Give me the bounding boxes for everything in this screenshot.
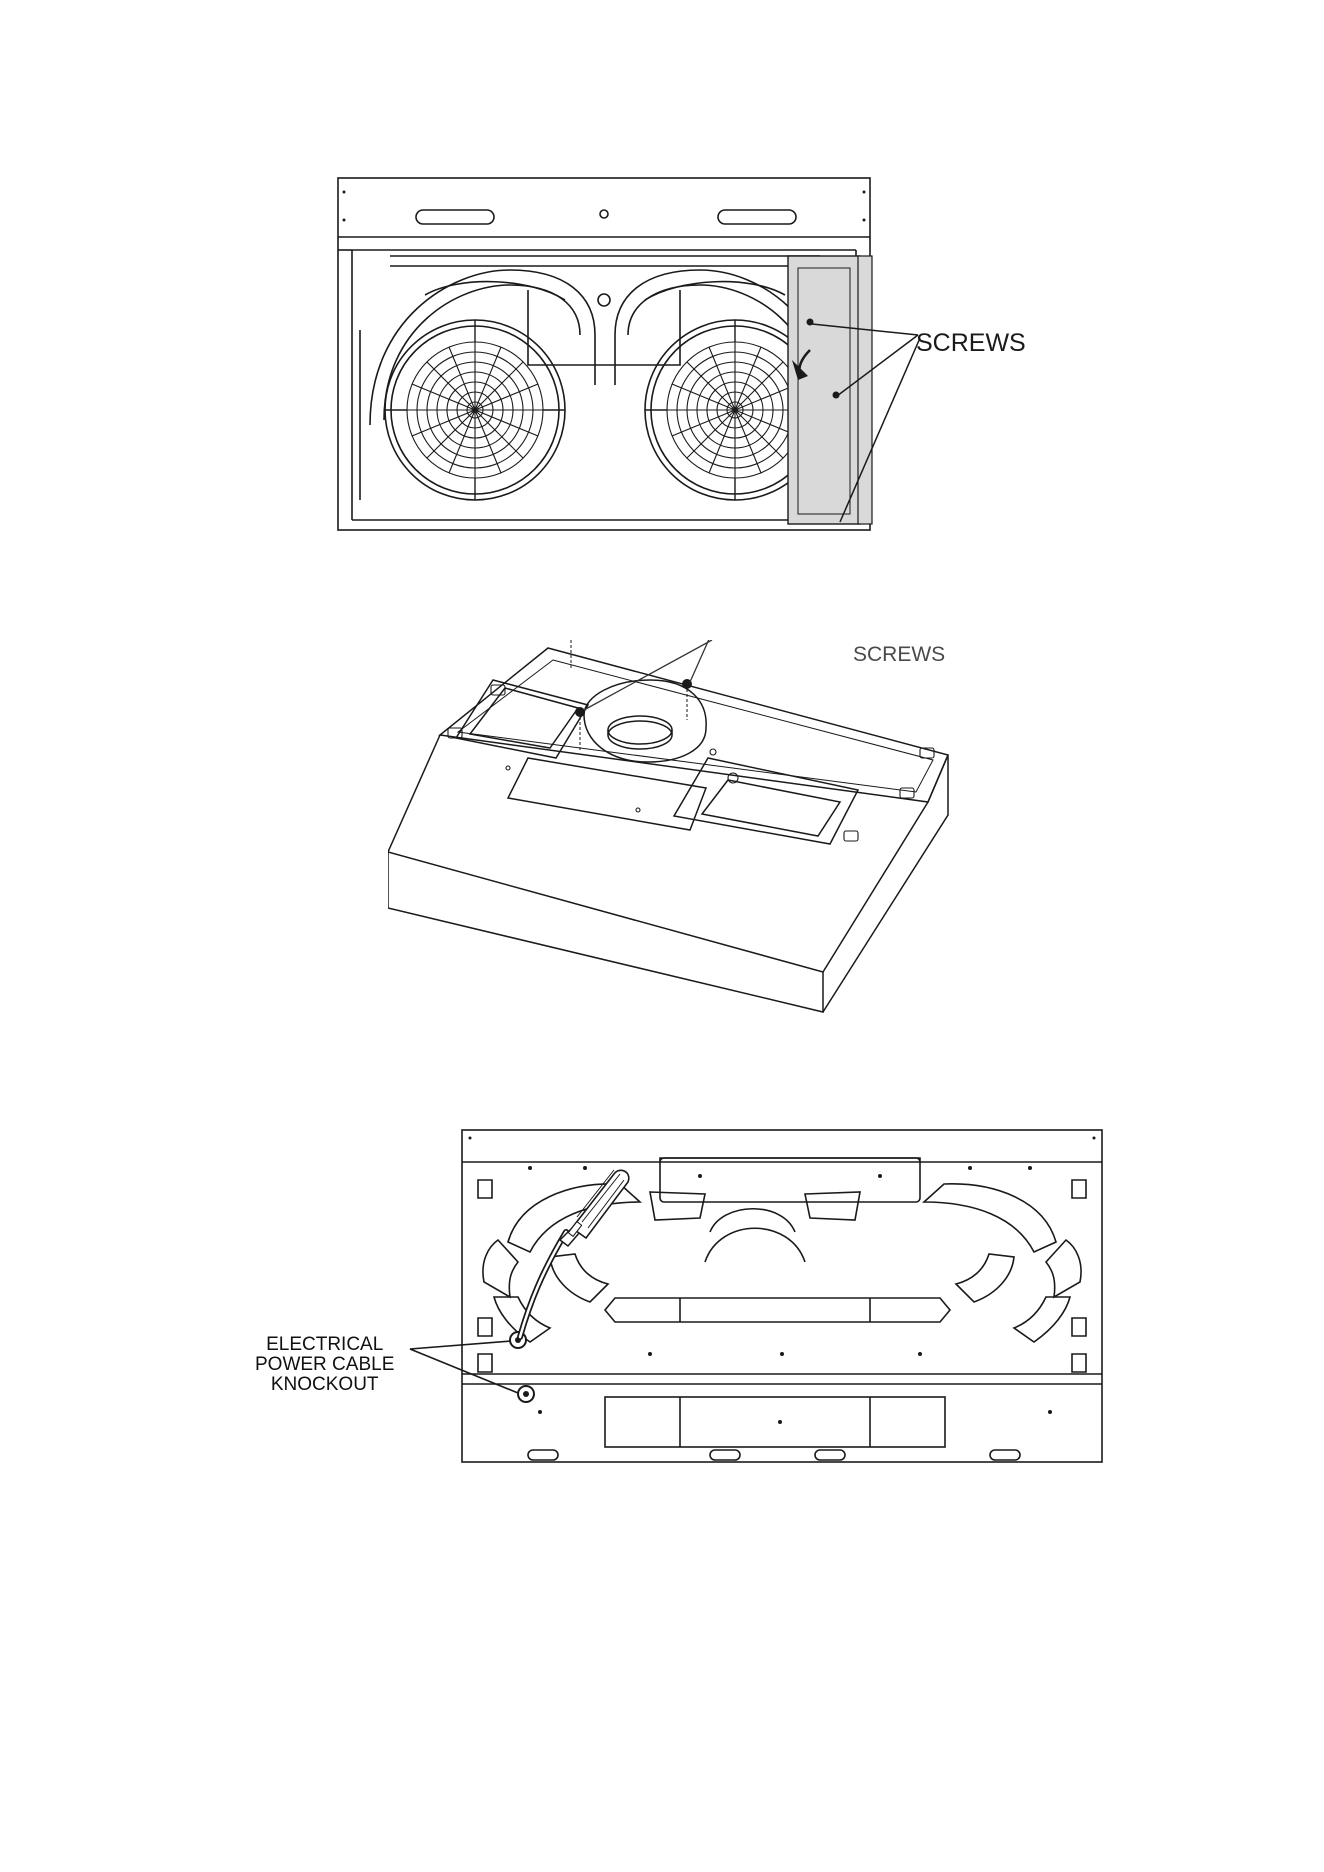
screws-leader-lines [576,640,712,710]
knockout-callout-line-1: ELECTRICAL [255,1335,394,1355]
hood-top-figure [388,640,968,1015]
screws-callout-1: SCREWS [916,330,1026,356]
control-panel [508,758,706,830]
duct-opening [608,716,672,744]
top-slot-left [416,210,494,224]
knockout-callout: ELECTRICAL POWER CABLE KNOCKOUT [255,1335,394,1395]
hood-bottom-frame [462,1130,1102,1462]
bottom-knockout-figure [230,1122,1110,1464]
knockout-callout-line-2: POWER CABLE [255,1355,394,1375]
hood-right-side [823,755,948,1012]
front-handle [815,1450,845,1460]
front-handle [710,1450,740,1460]
hood-front-lower [388,852,823,1012]
clip [900,788,914,798]
screw-icon [575,707,585,752]
left-blower-cutout [508,1184,640,1252]
upper-rail [605,1298,950,1322]
right-blower-cutout [924,1184,1056,1252]
top-slot-right [718,210,796,224]
centre-bolt [598,294,610,306]
right-fan-grille [667,342,803,478]
hood-screws [566,640,692,752]
screw-icon [682,679,692,720]
lower-rail [605,1397,945,1447]
centre-arc [705,1228,805,1262]
bottom-knockout-drawing [230,1122,1110,1464]
hood-top-drawing [388,640,968,1015]
knockout-leader-lines [410,1341,518,1393]
side-panel [788,256,872,524]
rear-tab [660,1158,920,1202]
knockout-callout-line-3: KNOCKOUT [255,1375,394,1395]
screws-callout-2: SCREWS [853,644,945,666]
front-handle [990,1450,1020,1460]
left-fan-grille [407,342,543,478]
front-handle [528,1450,558,1460]
hood-top-surface [440,648,948,802]
hood-front-slope [388,735,928,972]
clip [844,831,858,841]
